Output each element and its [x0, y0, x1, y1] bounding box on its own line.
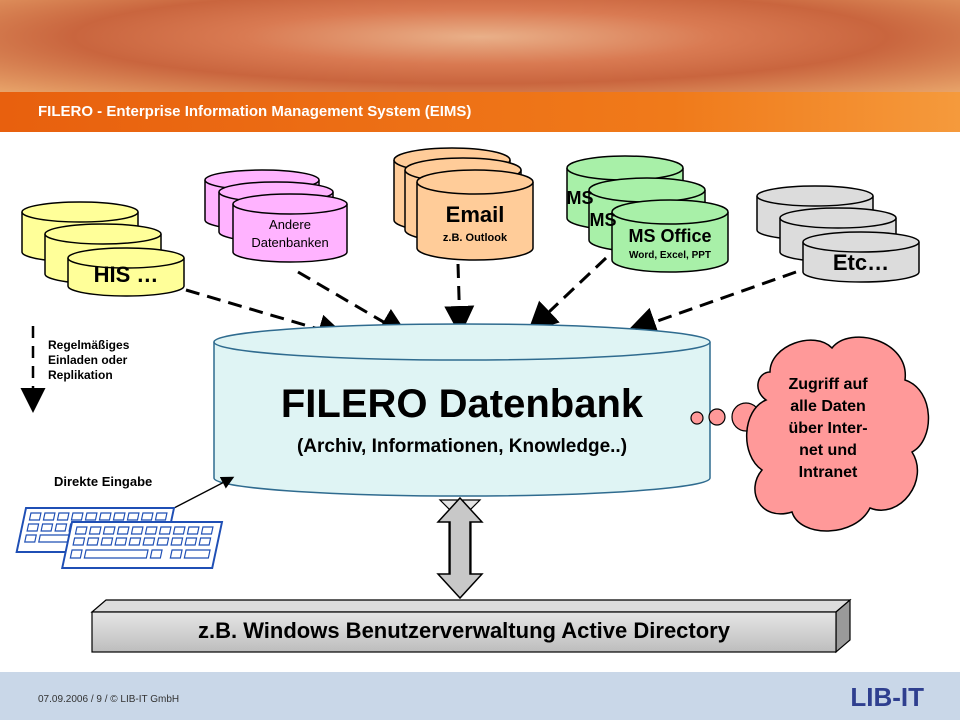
- main-db-title: FILERO Datenbank: [280, 382, 644, 426]
- main-database: [213, 323, 711, 497]
- office-source: [566, 155, 729, 273]
- cloud-text: Zugriff auf alle Daten über Inter- net u…: [770, 374, 886, 484]
- cloud-text-line: Zugriff auf: [788, 376, 868, 393]
- replication-note-line: Regelmäßiges: [48, 338, 130, 352]
- replication-note-line: Replikation: [48, 368, 113, 382]
- access-cloud: [746, 336, 930, 532]
- his-label: HIS …: [93, 262, 159, 287]
- header-photo: [0, 0, 960, 92]
- direct-input-label: Direkte Eingabe: [54, 474, 153, 489]
- cloud-text-line: net und: [799, 442, 857, 459]
- databases-source: [204, 169, 348, 263]
- footer-date: 07.09.2006 / 9 / © LIB-IT GmbH: [38, 694, 180, 705]
- footer: 07.09.2006 / 9 / © LIB-IT GmbH LIB-IT: [0, 672, 960, 720]
- his-source: [21, 201, 185, 297]
- office-back-label: MS: [566, 188, 594, 208]
- email-sublabel: z.B. Outlook: [442, 232, 508, 244]
- main-db-subtitle: (Archiv, Informationen, Knowledge..): [296, 436, 628, 457]
- cloud-text-line: über Inter-: [788, 420, 868, 437]
- office-back-label-2: MS: [589, 210, 617, 230]
- cloud-text-line: alle Daten: [790, 398, 866, 415]
- header-bar: FILERO - Enterprise Information Manageme…: [0, 92, 960, 132]
- etc-label: Etc…: [832, 250, 890, 275]
- office-label: MS Office: [628, 226, 712, 246]
- databases-label: Andere Datenbanken: [251, 217, 329, 250]
- email-source: [393, 147, 534, 261]
- direct-input-arrow: [173, 476, 235, 509]
- etc-source: [756, 185, 920, 283]
- keyboard-icon: [15, 507, 224, 569]
- brand-logo: LIB-IT: [850, 682, 924, 712]
- replication-note: Regelmäßiges Einladen oder Replikation: [48, 338, 129, 383]
- cloud-text-line: Intranet: [798, 464, 858, 481]
- his-cylinder-front: [67, 247, 185, 297]
- architecture-diagram: [15, 147, 930, 654]
- email-label: Email: [445, 202, 505, 227]
- office-sublabel: Word, Excel, PPT: [628, 250, 712, 261]
- active-directory-label: z.B. Windows Benutzerverwaltung Active D…: [198, 618, 730, 643]
- active-directory-bar: [90, 598, 852, 654]
- replication-note-line: Einladen oder: [48, 353, 128, 367]
- page-title: FILERO - Enterprise Information Manageme…: [38, 103, 472, 120]
